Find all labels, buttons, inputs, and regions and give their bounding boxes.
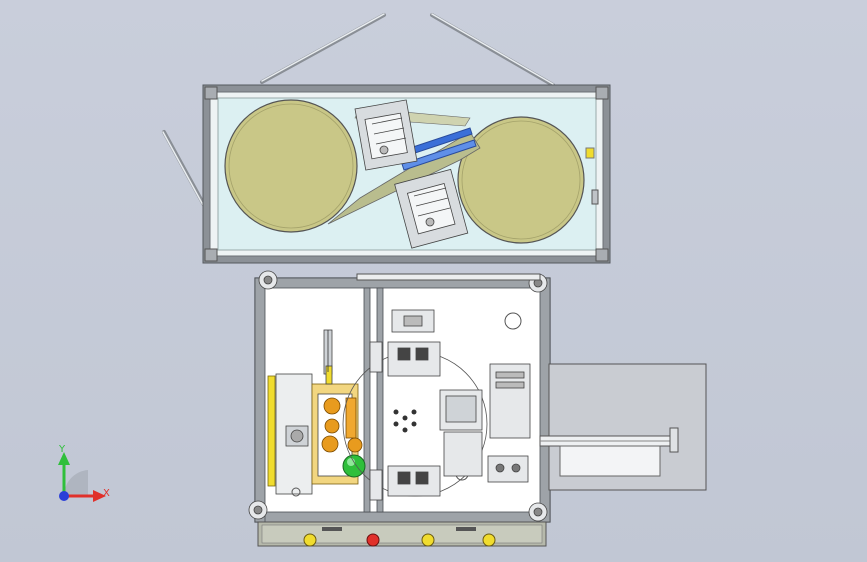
emergency-stop-button[interactable] (366, 533, 380, 547)
lower-gripper-block (394, 168, 469, 249)
upper-gripper-block (354, 99, 418, 171)
upper-reel-unit[interactable] (202, 84, 611, 264)
start-button-left[interactable] (303, 533, 317, 547)
rotary-stations (369, 309, 441, 501)
y-axis-label: Y (58, 444, 66, 455)
left-reel-disc (224, 99, 358, 233)
yellow-guard-rail (267, 375, 276, 487)
side-conveyor[interactable] (539, 363, 707, 491)
start-button-right[interactable] (482, 533, 496, 547)
reset-button[interactable] (421, 533, 435, 547)
green-ball-indicator (342, 454, 366, 478)
control-panel[interactable] (257, 521, 547, 547)
right-station (439, 363, 531, 483)
right-reel-disc (457, 116, 585, 244)
orange-actuators (321, 397, 363, 453)
x-axis-label: X (103, 488, 110, 499)
main-machine-frame[interactable] (248, 270, 551, 547)
support-rods (162, 13, 555, 207)
coordinate-triad: Y X (58, 444, 110, 502)
